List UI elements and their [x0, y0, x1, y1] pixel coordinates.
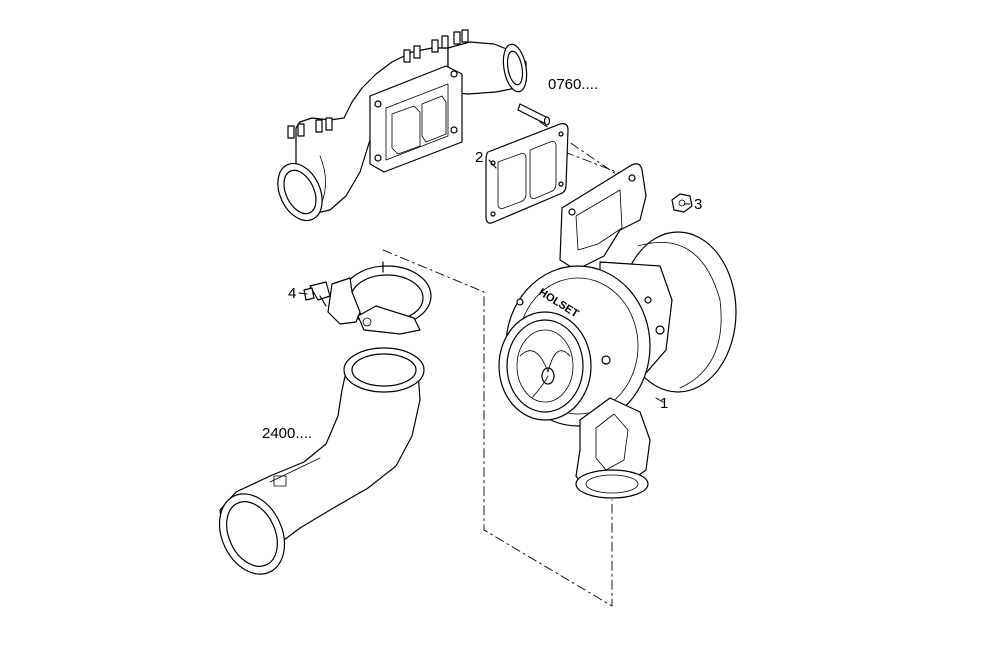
v-band-clamp-part-4 [303, 261, 432, 335]
callout-part-1: 1 [660, 395, 669, 412]
exhaust-elbow-pipe [218, 347, 425, 575]
exhaust-manifold [277, 29, 528, 222]
callout-part-4: 4 [288, 285, 297, 302]
leader-lines [298, 159, 691, 403]
gasket-part-2 [485, 123, 569, 224]
callout-ref-2400: 2400.... [262, 425, 313, 442]
callout-part-3: 3 [694, 196, 703, 213]
turbocharger-part-1 [498, 163, 737, 499]
stud [517, 103, 551, 126]
callout-ref-0760: 0760.... [548, 76, 599, 93]
callout-part-2: 2 [475, 149, 484, 166]
nut-part-3 [671, 193, 693, 213]
